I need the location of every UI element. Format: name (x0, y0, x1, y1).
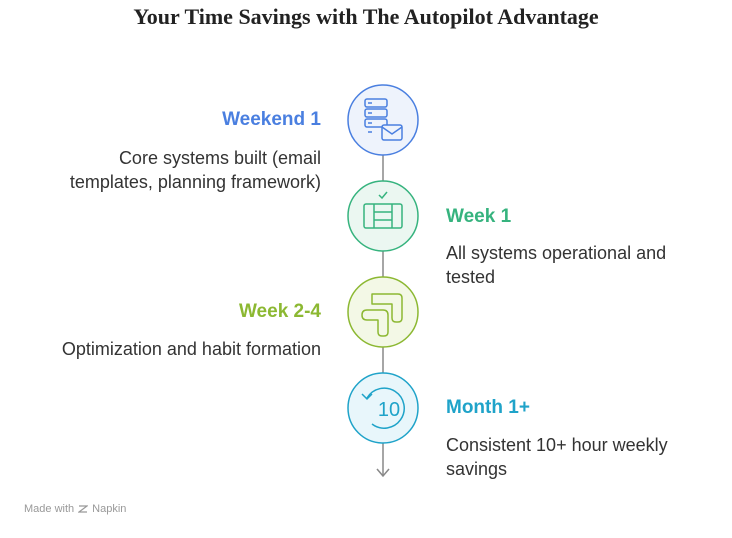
step-1-title: Weekend 1 (222, 109, 321, 130)
ten-rotation-icon (361, 387, 405, 429)
step-3-desc-line1: Optimization and habit formation (61, 339, 321, 359)
footer-brand: Napkin (92, 503, 127, 515)
step-2-node (347, 180, 419, 252)
step-2-desc-line2: tested (446, 267, 496, 287)
step-4-description: Consistent 10+ hour weekly savings (446, 433, 716, 481)
step-2-description: All systems operational and tested (446, 241, 716, 289)
ten-label-icon: 10 (378, 399, 400, 421)
habit-path-icon (361, 293, 403, 337)
footer-prefix: Made with (24, 503, 75, 515)
step-2-desc-line1: All systems operational and (446, 243, 667, 263)
step-1-desc-line2: templates, planning framework) (69, 172, 321, 192)
napkin-logo-icon (78, 505, 89, 513)
checklist-grid-icon (363, 191, 403, 229)
step-4-title: Month 1+ (446, 397, 530, 418)
step-1-description: Core systems built (email templates, pla… (20, 146, 321, 194)
step-3-title: Week 2-4 (238, 301, 321, 322)
footer-credit: Made with Napkin (24, 503, 126, 515)
arrow-down-icon (376, 468, 390, 478)
step-1-desc-line1: Core systems built (email (118, 148, 321, 168)
page-title: Your Time Savings with The Autopilot Adv… (133, 4, 599, 29)
step-1-node (347, 84, 419, 156)
step-3-node (347, 276, 419, 348)
step-4-desc-line2: savings (446, 459, 508, 479)
database-email-icon (364, 98, 403, 141)
step-3-description: Optimization and habit formation (10, 337, 321, 361)
step-2-title: Week 1 (446, 206, 512, 227)
step-4-desc-line1: Consistent 10+ hour weekly (446, 435, 668, 455)
step-4-node: 10 (347, 372, 419, 444)
